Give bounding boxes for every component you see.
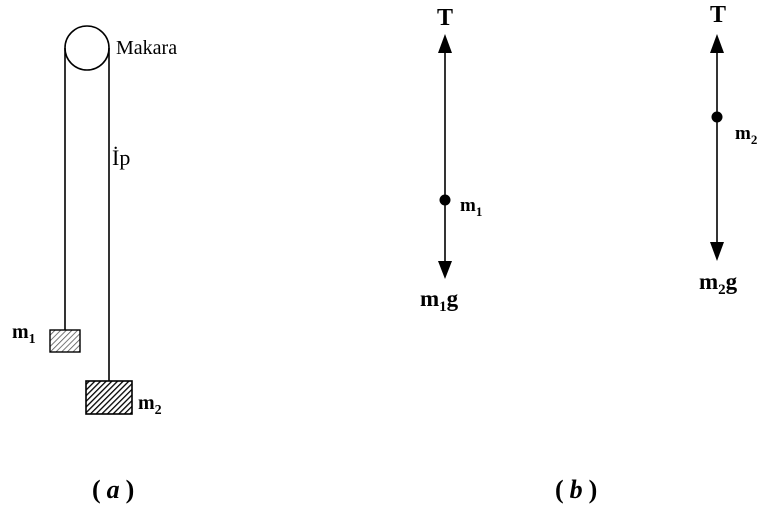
weight-arrowhead-2 bbox=[710, 242, 724, 261]
mass-1-label: m1 bbox=[12, 321, 36, 347]
free-body-diagram-2: T m2 m2g bbox=[699, 2, 757, 298]
weight-label-2: m2g bbox=[699, 269, 738, 298]
pulley bbox=[64, 25, 110, 71]
tension-arrowhead-1 bbox=[438, 34, 452, 53]
tension-label-1: T bbox=[437, 5, 453, 31]
caption-a: (a) bbox=[92, 475, 134, 504]
free-body-diagram-1: T m1 m1g bbox=[420, 5, 482, 315]
body-1-point bbox=[439, 194, 451, 206]
mass-1-block bbox=[49, 329, 81, 353]
panel-a: Makara İp m1 m2 (a) bbox=[12, 25, 177, 504]
tension-arrowhead-2 bbox=[710, 34, 724, 53]
weight-label-1: m1g bbox=[420, 286, 459, 315]
rope-label: İp bbox=[112, 145, 130, 170]
body-2-point bbox=[711, 111, 723, 123]
panel-b: T m1 m1g T m2 m2g bbox=[420, 2, 757, 504]
tension-label-2: T bbox=[710, 2, 726, 28]
caption-b: (b) bbox=[555, 475, 597, 504]
mass-2-label: m2 bbox=[138, 392, 162, 418]
body-2-mass-label: m2 bbox=[735, 123, 757, 147]
weight-arrowhead-1 bbox=[438, 261, 452, 279]
body-1-mass-label: m1 bbox=[460, 195, 482, 219]
mass-2-block bbox=[85, 380, 133, 415]
pulley-label: Makara bbox=[116, 37, 177, 59]
